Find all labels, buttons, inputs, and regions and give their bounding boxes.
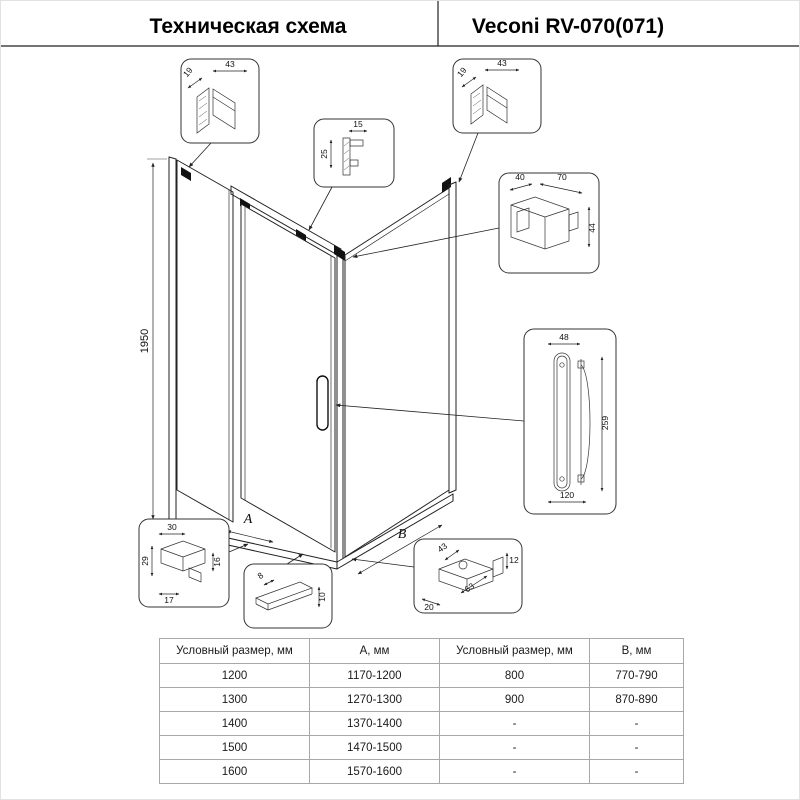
detail-bracket-dim-40: 40 [515,172,525,182]
table-row: 1300 1270-1300 900 870-890 [159,687,684,712]
col-header-a: А, мм [309,638,440,664]
dim-side-a: А [243,512,253,527]
corner-bracket [334,245,345,261]
detail-handle-dim-259: 259 [600,416,610,430]
table-cell: 800 [439,663,590,688]
table-cell: 870-890 [589,687,684,712]
detail-bottom-right-dim-20: 20 [424,602,434,612]
table-cell: - [589,735,684,760]
right-wall-profile [448,181,457,494]
detail-bottom-left: 30 29 17 16 [138,518,230,608]
detail-handle-dim-48: 48 [559,332,569,342]
page-title: Техническая схема [150,15,347,38]
dim-height: 1950 [139,329,151,353]
detail-top-mid-dim-15: 15 [353,119,363,129]
sliding-door-panel [240,203,336,553]
table-row: 1600 1570-1600 - - [159,759,684,784]
size-table-grid: Условный размер, мм А, мм Условный разме… [159,638,684,784]
model-title: Veconi RV-070(071) [472,15,664,38]
col-header-size-a: Условный размер, мм [159,638,310,664]
table-header-row: Условный размер, мм А, мм Условный разме… [159,638,684,664]
detail-bottom-mid-dim-8: 8 [255,570,265,581]
detail-bottom-left-dim-16: 16 [212,557,222,567]
detail-bottom-left-dim-30: 30 [167,522,177,532]
table-cell: - [439,759,590,784]
detail-top-right-dim-43: 43 [497,58,507,68]
table-cell: - [439,735,590,760]
detail-bottom-left-dim-29: 29 [140,556,150,566]
table-cell: - [589,759,684,784]
table-cell: 1500 [159,735,310,760]
table-cell: 900 [439,687,590,712]
dim-side-b: В [398,527,407,542]
left-wall-profile [168,156,177,528]
table-cell: 1570-1600 [309,759,440,784]
detail-bottom-left-dim-17: 17 [164,595,174,605]
detail-top-mid-dim-25: 25 [319,149,329,159]
detail-top-mid: 15 25 [313,118,395,188]
col-header-size-b: Условный размер, мм [439,638,590,664]
detail-top-left: 19 43 [180,58,260,144]
table-cell: 1170-1200 [309,663,440,688]
table-cell: - [439,711,590,736]
table-cell: 1300 [159,687,310,712]
detail-top-right: 19 43 [452,58,542,134]
fixed-glass-panel [176,159,234,523]
detail-handle: 48 259 120 [523,328,617,515]
detail-bottom-right-dim-12: 12 [509,555,519,565]
door-handle [316,375,329,431]
table-cell: 1270-1300 [309,687,440,712]
table-cell: 770-790 [589,663,684,688]
detail-bottom-mid: 8 10 [243,563,333,629]
detail-top-left-dim-43: 43 [225,59,235,69]
corner-post [336,250,344,563]
main-dimensions: 1950 А В [139,158,443,575]
table-cell: 1470-1500 [309,735,440,760]
detail-handle-dim-120: 120 [560,490,574,500]
table-cell: 1200 [159,663,310,688]
detail-bracket-dim-44: 44 [587,223,597,233]
leader-lines [188,132,525,568]
side-panel-frame-line [344,193,450,262]
table-row: 1200 1170-1200 800 770-790 [159,663,684,688]
detail-bottom-mid-dim-10: 10 [317,592,327,602]
side-glass-panel [344,187,450,558]
table-cell: 1370-1400 [309,711,440,736]
roller-bracket-1 [181,167,191,181]
table-cell: - [589,711,684,736]
detail-wall-bracket: 40 70 44 [498,172,600,274]
table-cell: 1600 [159,759,310,784]
table-cell: 1400 [159,711,310,736]
detail-bracket-dim-70: 70 [557,172,567,182]
wall-bracket-mark [442,177,451,193]
table-row: 1500 1470-1500 - - [159,735,684,760]
col-header-b: В, мм [589,638,684,664]
table-row: 1400 1370-1400 - - [159,711,684,736]
size-table: Условный размер, мм А, мм Условный разме… [159,638,684,784]
header: Техническая схема Veconi RV-070(071) [1,1,799,47]
detail-bottom-right: 43 12 63 20 [413,538,523,614]
enclosure-drawing [168,156,457,570]
